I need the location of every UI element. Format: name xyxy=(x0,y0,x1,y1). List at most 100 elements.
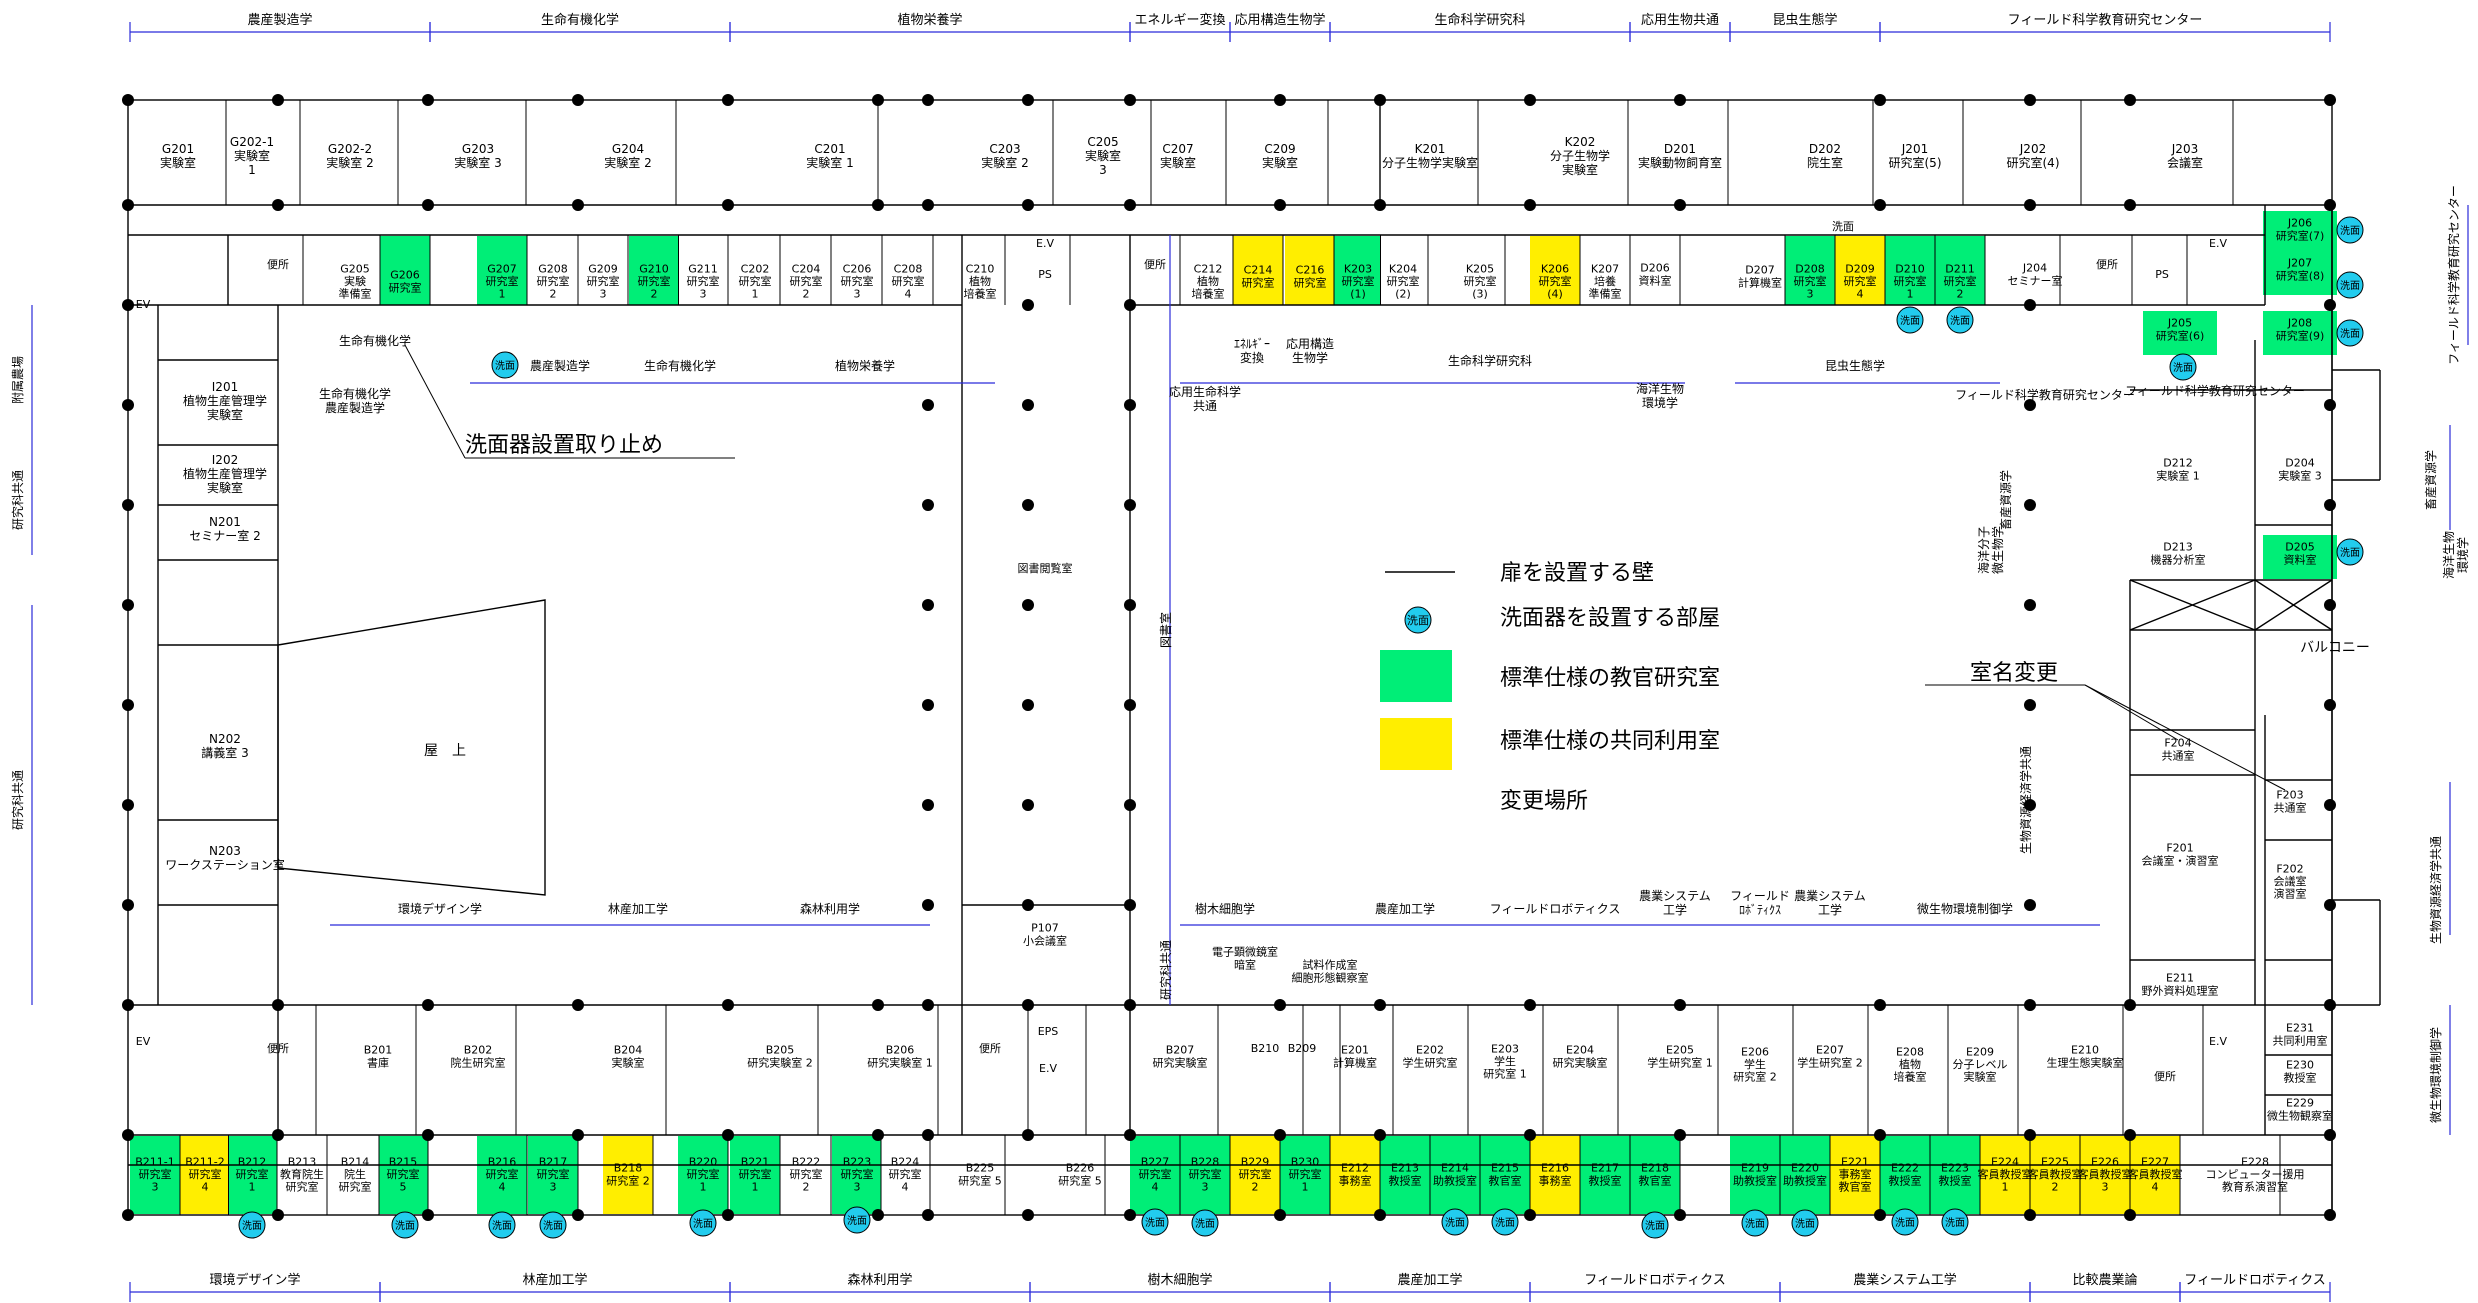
sink-marker-label: 洗面 xyxy=(1445,1217,1465,1229)
room-fill xyxy=(528,1136,578,1214)
sink-marker-label: 洗面 xyxy=(2340,328,2360,340)
side-department-label: 畜産資源学 xyxy=(1998,470,2013,530)
legend-changed-text: 変更場所 xyxy=(1500,789,1588,814)
sink-marker: 洗面 xyxy=(1191,1209,1219,1237)
room-label: EPS xyxy=(1038,1025,1059,1038)
sink-markers: 洗面洗面洗面洗面洗面洗面洗面洗面洗面洗面洗面洗面洗面洗面洗面洗面洗面洗面洗面洗面… xyxy=(238,216,2364,1239)
sink-marker-label: 洗面 xyxy=(1900,315,1920,327)
column-dot xyxy=(922,599,934,611)
column-dot xyxy=(272,1129,284,1141)
sink-marker: 洗面 xyxy=(391,1211,419,1239)
side-department-label: 生物資源経済学共通 xyxy=(2428,836,2443,944)
room-label: 試料作成室細胞形態観察室 xyxy=(1292,958,1369,985)
column-dot xyxy=(122,399,134,411)
room-label: B209 xyxy=(1288,1042,1317,1055)
partitions xyxy=(179,100,2281,1215)
column-dot xyxy=(122,599,134,611)
column-dot xyxy=(1674,199,1686,211)
column-dot xyxy=(1124,999,1136,1011)
room-fill xyxy=(379,1136,428,1214)
department-label: 昆虫生態学 xyxy=(1825,358,1885,373)
room-fill xyxy=(130,1136,180,1214)
column-dot xyxy=(1874,999,1886,1011)
sink-marker: 洗面 xyxy=(1491,1208,1519,1236)
column-dot xyxy=(922,499,934,511)
bottom-department-label: フィールドロボティクス xyxy=(2184,1273,2326,1288)
column-dot xyxy=(422,199,434,211)
sink-marker-label: 洗面 xyxy=(1945,1217,1965,1229)
column-dot xyxy=(1874,199,1886,211)
top-department-label: 昆虫生態学 xyxy=(1772,12,1837,28)
column-dot xyxy=(2024,1209,2036,1221)
column-dot xyxy=(922,799,934,811)
column-dot xyxy=(122,1209,134,1221)
room-fill xyxy=(629,236,679,305)
column-dot xyxy=(1124,599,1136,611)
top-department-label: 生命科学研究科 xyxy=(1434,12,1525,28)
room-fill xyxy=(228,1136,277,1214)
sink-marker: 洗面 xyxy=(1641,1211,1669,1239)
legend-wall-text: 扉を設置する壁 xyxy=(1500,561,1654,586)
room-fill xyxy=(2263,251,2337,295)
column-dot xyxy=(2324,94,2336,106)
sink-marker: 洗面 xyxy=(238,1211,266,1239)
department-label: 農産製造学 xyxy=(530,358,590,373)
room-fill xyxy=(1835,236,1885,305)
column-dot xyxy=(2024,599,2036,611)
bottom-department-label: 農産加工学 xyxy=(1397,1272,1462,1288)
room-fill xyxy=(477,236,527,305)
top-department-label: 植物栄養学 xyxy=(897,12,962,28)
top-department-label: 応用生物共通 xyxy=(1641,13,1719,28)
column-dot xyxy=(122,899,134,911)
room-label: 便所 xyxy=(267,258,289,271)
side-department-label: 微生物環境制御学 xyxy=(2428,1027,2443,1123)
top-department-label: 応用構造生物学 xyxy=(1234,12,1325,28)
sink-marker: 洗面 xyxy=(1791,1209,1819,1237)
column-dot xyxy=(1274,1129,1286,1141)
column-dot xyxy=(122,799,134,811)
sink-marker: 洗面 xyxy=(1896,306,1924,334)
column-dot xyxy=(1274,199,1286,211)
room-label: 便所 xyxy=(267,1042,289,1055)
column-dot xyxy=(572,1129,584,1141)
column-dot xyxy=(1524,94,1536,106)
column-dot xyxy=(1124,799,1136,811)
column-dot xyxy=(1374,94,1386,106)
room-fill xyxy=(380,236,430,305)
room-fill xyxy=(2263,311,2337,355)
department-label: フィールドﾛﾎﾞﾃｨｸｽ xyxy=(1730,889,1790,917)
column-dot xyxy=(1022,299,1034,311)
column-dot xyxy=(1524,1209,1536,1221)
column-dot xyxy=(122,199,134,211)
top-department-label: 農産製造学 xyxy=(247,12,312,28)
sink-marker: 洗面 xyxy=(2169,353,2197,381)
